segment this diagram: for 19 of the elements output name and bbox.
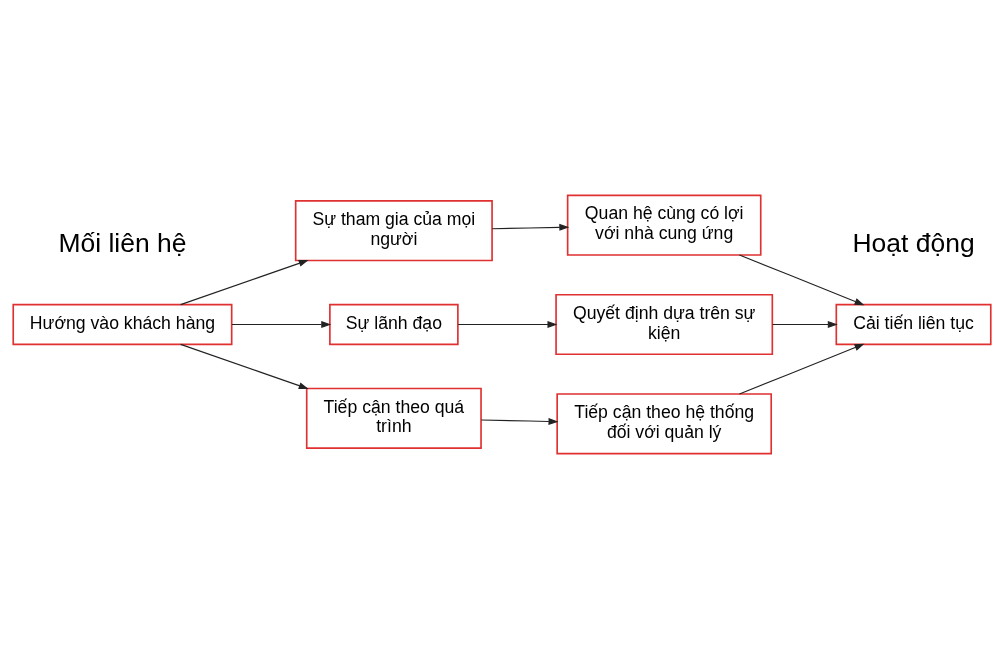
node-box: Quan hệ cùng có lợi với nhà cung ứng [566, 194, 762, 256]
label: Hoạt động [852, 227, 975, 258]
arrow [180, 259, 309, 305]
arrow [180, 343, 309, 389]
label: Mối liên hệ [58, 227, 187, 258]
node-box: Sự lãnh đạo [329, 303, 459, 345]
node-box: Quyết định dựa trên sự kiện [555, 293, 774, 355]
arrow [738, 343, 865, 395]
arrow [231, 320, 332, 328]
node-box: Hướng vào khách hàng [12, 303, 233, 345]
arrow [491, 223, 570, 231]
arrow [480, 417, 559, 425]
node-box: Cải tiến liên tục [835, 303, 992, 345]
node-box: Sự tham gia của mọi người [294, 199, 493, 261]
arrow [457, 320, 558, 328]
node-box: Tiếp cận theo quá trình [305, 387, 482, 449]
arrow [738, 253, 865, 305]
node-box: Tiếp cận theo hệ thống đối với quản lý [556, 392, 773, 454]
arrow [772, 320, 838, 328]
